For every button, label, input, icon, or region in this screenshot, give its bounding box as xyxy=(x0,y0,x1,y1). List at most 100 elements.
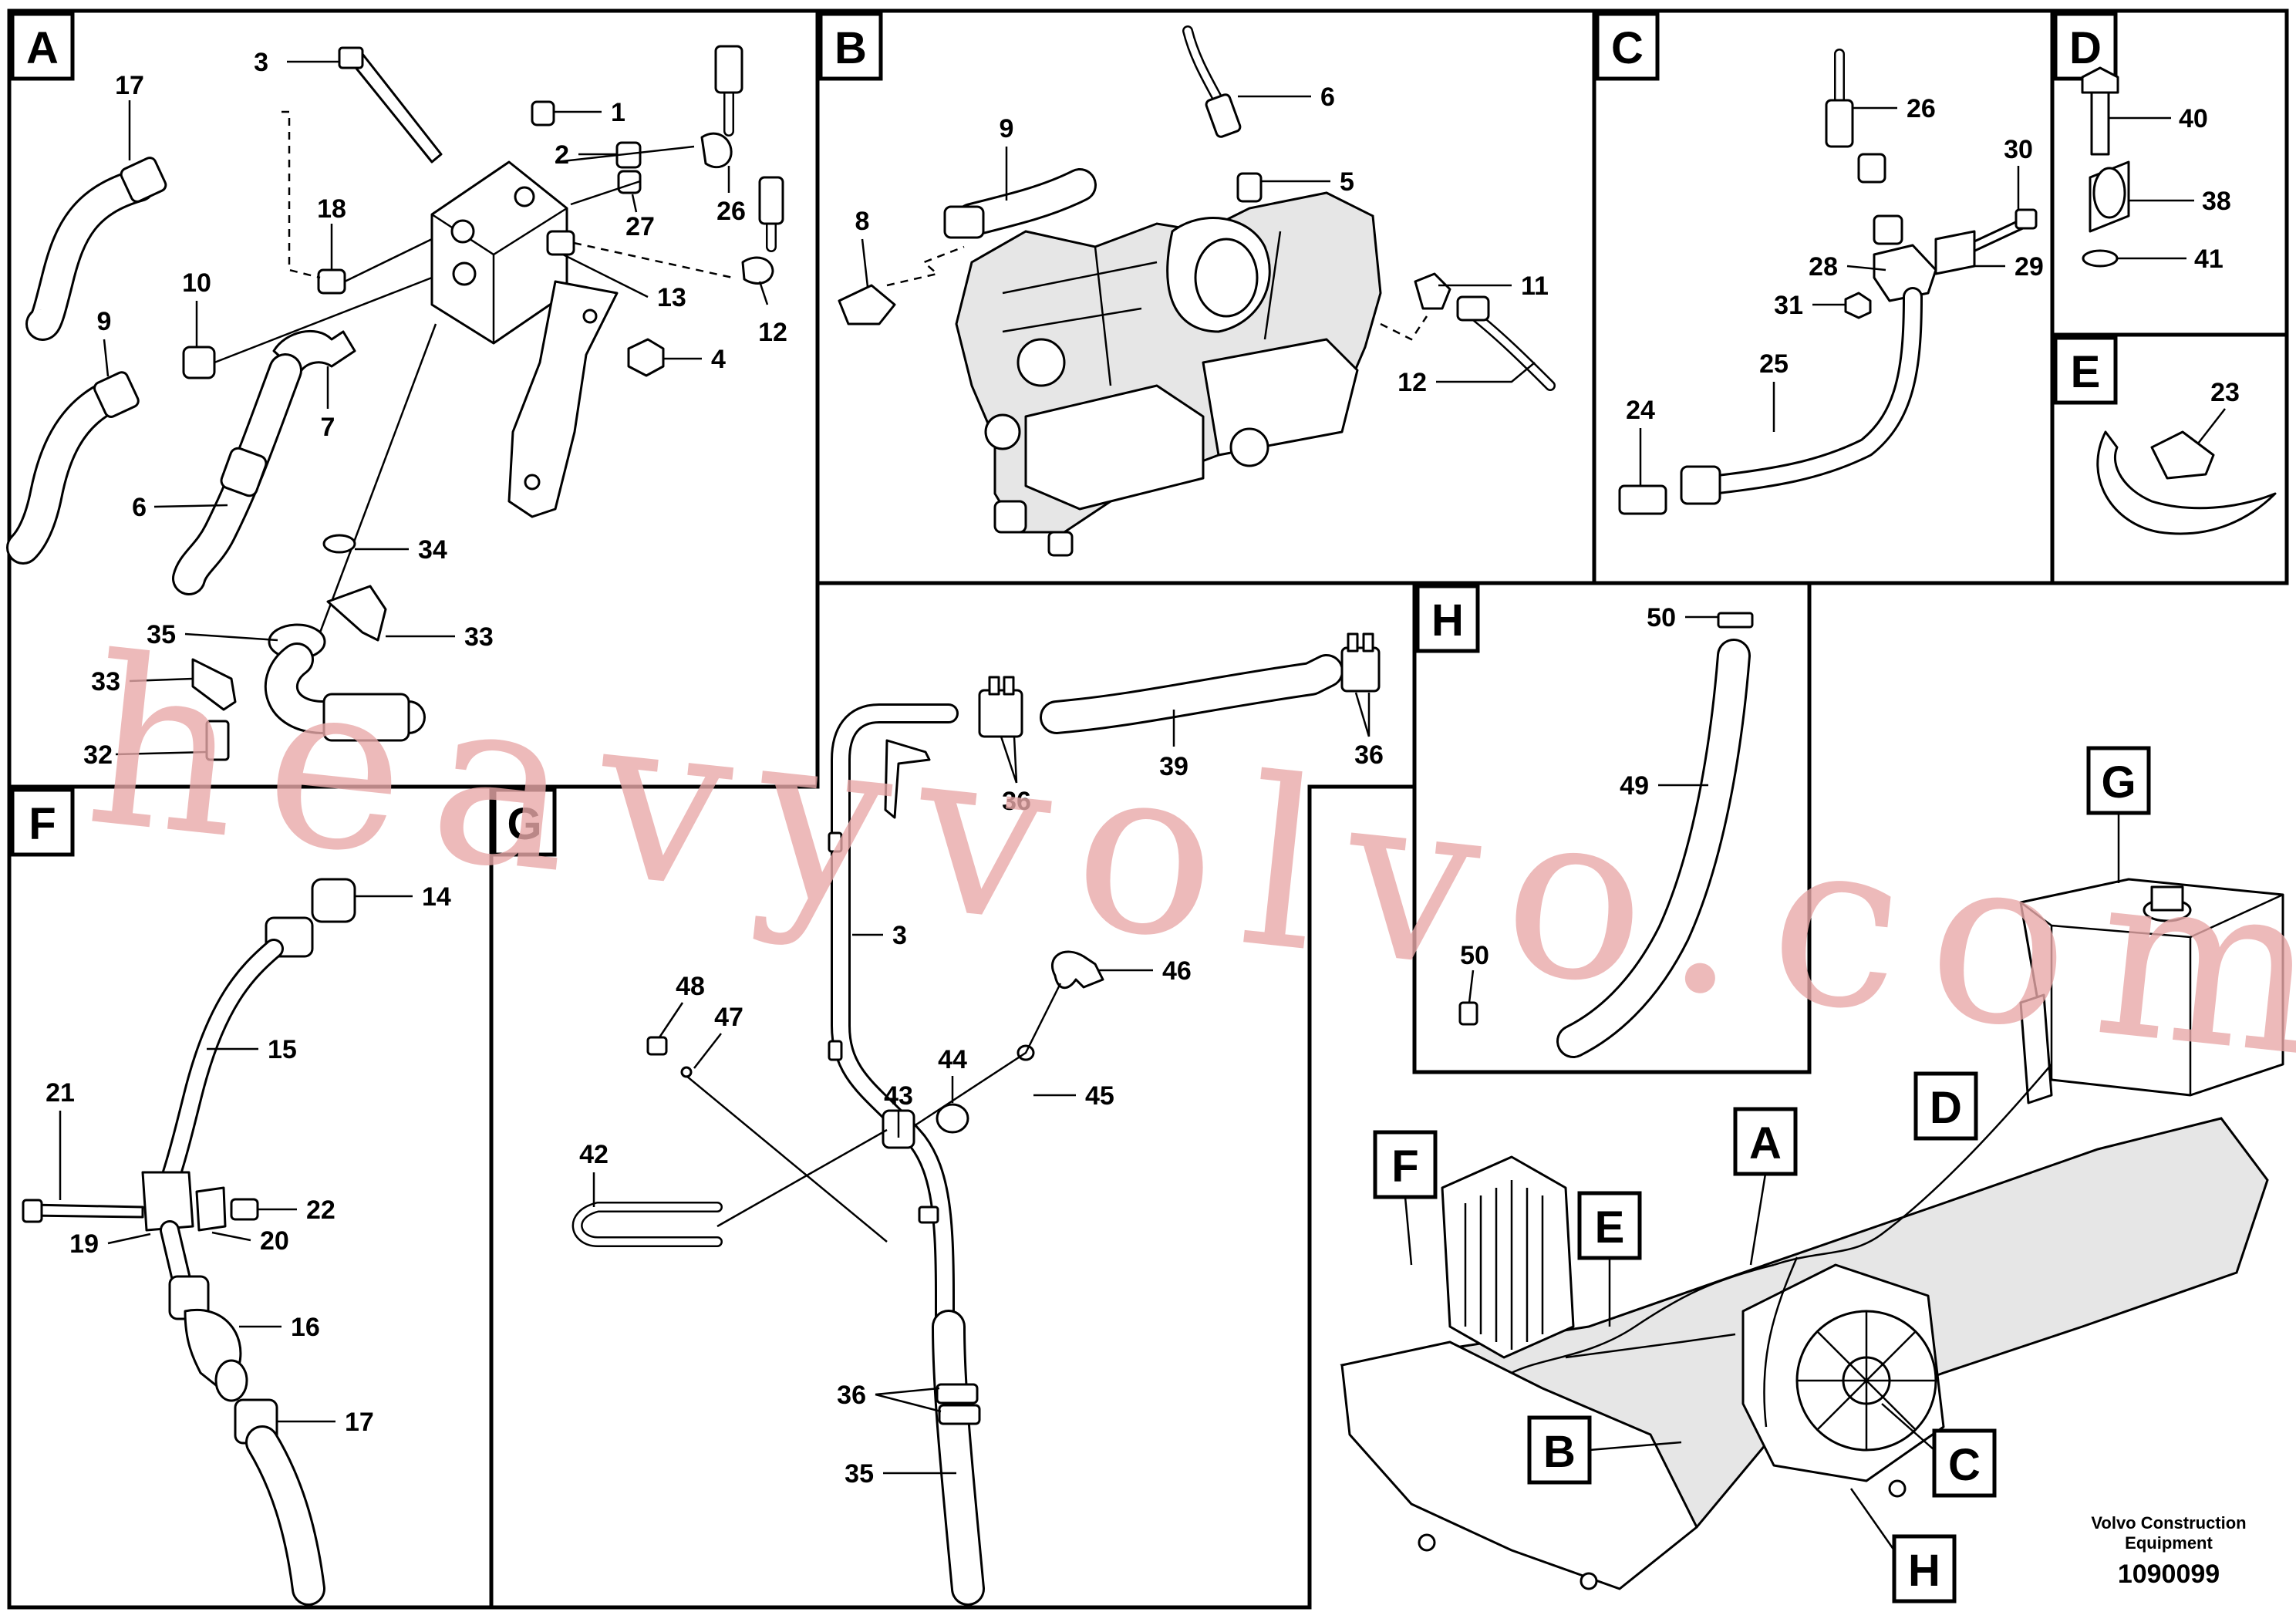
callout-a-32: 32 xyxy=(83,740,113,770)
callout-g-42: 42 xyxy=(579,1140,609,1169)
hose-12-a xyxy=(758,176,784,225)
hose-26 xyxy=(714,45,743,94)
clamp-50-top xyxy=(1717,612,1754,629)
callout-c-31: 31 xyxy=(1774,291,1803,320)
panel-e-frame xyxy=(2050,332,2289,585)
callout-g-46: 46 xyxy=(1162,956,1192,986)
callout-a-1: 1 xyxy=(611,98,625,127)
panel-d-artwork xyxy=(2081,66,2130,268)
callout-a-18: 18 xyxy=(317,194,346,224)
svg-text:F: F xyxy=(1391,1141,1418,1192)
callout-g-35: 35 xyxy=(845,1459,874,1489)
drawing-footer: Volvo Construction Equipment 1090099 xyxy=(2091,1513,2246,1589)
svg-text:C: C xyxy=(1611,23,1644,73)
svg-text:D: D xyxy=(1930,1083,1962,1133)
panel-letter-a: A xyxy=(10,12,75,81)
svg-text:A: A xyxy=(26,23,59,73)
callout-g-3: 3 xyxy=(892,921,907,950)
callout-f-15: 15 xyxy=(268,1035,297,1064)
callout-c-28: 28 xyxy=(1809,252,1838,282)
hose-6-b xyxy=(1205,93,1242,138)
bolt-40 xyxy=(2090,91,2110,156)
callout-a-12: 12 xyxy=(758,318,787,347)
panel-letters: A B C D E F G H xyxy=(10,12,2118,857)
clamp-36-c xyxy=(936,1383,979,1404)
fitting-28-top xyxy=(1873,214,1903,245)
callout-d-38: 38 xyxy=(2202,187,2231,216)
callout-a-10: 10 xyxy=(182,268,211,298)
bolt-21 xyxy=(29,1203,144,1219)
panel-letter-b: B xyxy=(818,12,883,81)
elbow-11 xyxy=(1414,272,1451,310)
fitting-5 xyxy=(1236,172,1263,203)
callout-a-13: 13 xyxy=(657,283,686,312)
elbow-8 xyxy=(838,284,896,325)
callout-a-2: 2 xyxy=(555,140,569,170)
cable-tie-23 xyxy=(2096,430,2277,535)
hose-12-b xyxy=(1456,295,1490,322)
panel-letter-c: C xyxy=(1595,12,1660,81)
drawing-number: 1090099 xyxy=(2118,1560,2220,1589)
callout-h-49: 49 xyxy=(1620,771,1649,801)
callout-a-6: 6 xyxy=(132,493,147,522)
svg-text:D: D xyxy=(2069,23,2102,73)
callouts-panel-h: 50 49 50 xyxy=(1460,603,1718,1003)
callout-g-39: 39 xyxy=(1159,752,1188,781)
pipe-25 xyxy=(1694,287,1923,496)
callout-a-34: 34 xyxy=(418,535,447,565)
svg-text:H: H xyxy=(1431,595,1464,646)
callout-a-3: 3 xyxy=(254,48,268,77)
callout-a-17: 17 xyxy=(115,71,144,100)
callout-c-24: 24 xyxy=(1626,396,1655,425)
callout-a-26: 26 xyxy=(716,197,746,226)
callout-c-25: 25 xyxy=(1759,349,1789,379)
callout-f-20: 20 xyxy=(260,1226,289,1256)
svg-text:C: C xyxy=(1948,1440,1981,1490)
o-ring-34 xyxy=(322,534,356,554)
svg-text:A: A xyxy=(1749,1118,1782,1168)
callout-g-45: 45 xyxy=(1085,1081,1114,1111)
callout-b-8: 8 xyxy=(855,207,870,236)
panel-g-artwork xyxy=(571,632,1381,1606)
callout-c-29: 29 xyxy=(2014,252,2044,282)
washer-44 xyxy=(936,1103,969,1134)
callouts-panel-d-e: 40 38 41 23 xyxy=(2109,104,2240,444)
callout-c-30: 30 xyxy=(2004,135,2033,164)
callout-f-14: 14 xyxy=(422,882,451,912)
callout-a-7: 7 xyxy=(321,413,335,442)
svg-text:B: B xyxy=(1543,1427,1576,1477)
svg-text:G: G xyxy=(2101,757,2136,808)
callout-g-36-upper: 36 xyxy=(1002,787,1031,816)
overview-letters: G D A F E B C xyxy=(1373,746,2151,1603)
panel-c-artwork xyxy=(1618,49,2038,515)
panel-letter-e: E xyxy=(2053,336,2118,405)
plate-29 xyxy=(1934,230,1976,275)
svg-text:F: F xyxy=(29,799,56,849)
callout-b-6: 6 xyxy=(1320,83,1335,112)
hose-35 xyxy=(322,693,410,742)
overview-letter-f: F xyxy=(1373,1130,1438,1266)
callout-g-48: 48 xyxy=(676,972,705,1001)
fitting-26-c xyxy=(1857,153,1886,184)
brand-line-1: Volvo Construction xyxy=(2091,1513,2246,1533)
bolt-32 xyxy=(205,720,230,761)
brand-line-2: Equipment xyxy=(2125,1533,2213,1553)
callout-b-9: 9 xyxy=(1000,114,1014,143)
manifold-block xyxy=(430,160,568,345)
callouts-panel-c: 26 30 28 29 31 25 24 xyxy=(1626,94,2044,486)
adapter-24 xyxy=(1618,484,1667,515)
machine-front-frame xyxy=(1340,1340,1698,1590)
callout-f-21: 21 xyxy=(46,1078,75,1108)
bracket-plate xyxy=(507,280,619,518)
callout-a-27: 27 xyxy=(625,212,655,241)
callout-a-33-left: 33 xyxy=(91,667,120,696)
callout-a-9: 9 xyxy=(97,307,112,336)
callout-b-12: 12 xyxy=(1397,368,1427,397)
callout-a-35: 35 xyxy=(147,620,176,649)
callout-c-26: 26 xyxy=(1907,94,1936,123)
nut-31 xyxy=(1844,292,1872,319)
hose-26-c xyxy=(1825,99,1854,148)
fitting-1 xyxy=(531,100,555,126)
callouts-panel-a: 3 1 2 17 18 27 26 10 13 12 9 7 4 6 34 35… xyxy=(83,48,787,770)
fitting-9-b xyxy=(943,205,985,239)
